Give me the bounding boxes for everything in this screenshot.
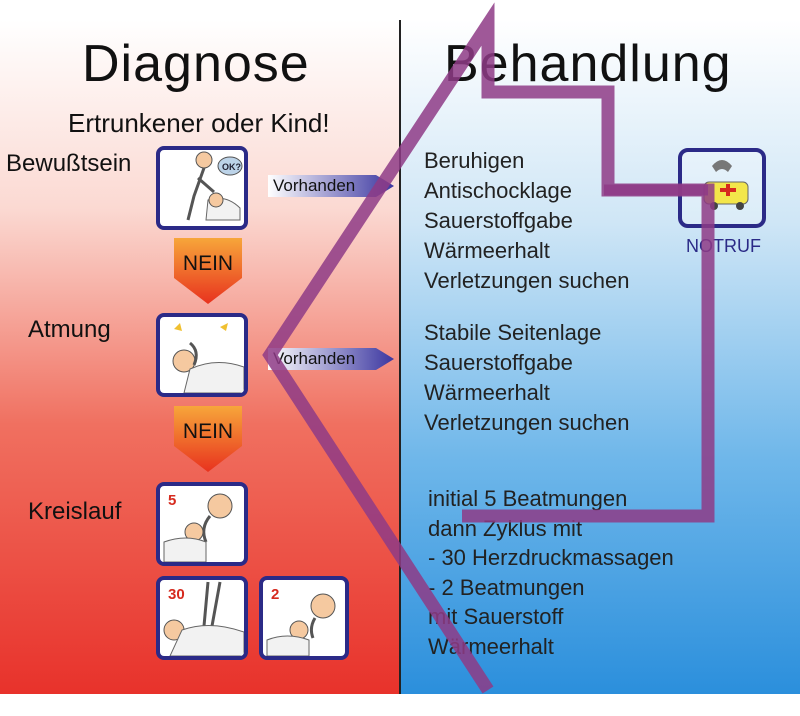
- treatment-list-circulation: initial 5 Beatmungen dann Zyklus mit - 3…: [428, 484, 674, 661]
- vorhanden-arrow-2: Vorhanden: [268, 346, 394, 372]
- treatment-list-breathing: Stabile Seitenlage Sauerstoffgabe Wärmee…: [424, 318, 630, 438]
- vorhanden-label-1: Vorhanden: [273, 176, 356, 195]
- treatment-item: dann Zyklus mit: [428, 515, 583, 541]
- treatment-item: Wärmeerhalt: [424, 238, 550, 263]
- airway-check-icon: [172, 323, 244, 393]
- chest-compressions-illustration: 30: [156, 576, 248, 660]
- treatment-item: Sauerstoffgabe: [424, 208, 573, 233]
- consciousness-check-illustration: OK?: [156, 146, 248, 230]
- treatment-item: Antischocklage: [424, 178, 572, 203]
- nein-label-2: NEIN: [182, 420, 234, 443]
- treatment-list-conscious: Beruhigen Antischocklage Sauerstoffgabe …: [424, 146, 630, 296]
- vorhanden-label-2: Vorhanden: [273, 349, 356, 368]
- diagnose-title: Diagnose: [82, 35, 310, 93]
- count-initial-breaths: 5: [168, 492, 177, 509]
- rescue-breath-icon: [163, 493, 233, 562]
- treatment-item: Sauerstoffgabe: [424, 350, 573, 375]
- notruf-label: NOTRUF: [686, 236, 761, 256]
- treatment-item: mit Sauerstoff: [428, 604, 564, 629]
- vorhanden-arrow-1: Vorhanden: [268, 173, 394, 199]
- nein-arrow-2: NEIN: [168, 406, 248, 472]
- ambulance-phone-icon: [703, 160, 749, 210]
- panel-divider: [399, 20, 401, 694]
- treatment-item: Beruhigen: [424, 148, 525, 173]
- diagnose-subtitle: Ertrunkener oder Kind!: [68, 108, 330, 138]
- count-breaths: 2: [271, 586, 280, 603]
- ventilation-illustration: 2: [259, 576, 349, 660]
- treatment-item: - 30 Herzdruckmassagen: [428, 545, 674, 570]
- step-label-kreislauf: Kreislauf: [28, 498, 122, 525]
- ok-badge: OK?: [222, 162, 241, 172]
- treatment-item: initial 5 Beatmungen: [428, 486, 628, 511]
- compression-icon: [163, 581, 244, 656]
- step-label-atmung: Atmung: [28, 316, 111, 343]
- treatment-item: Wärmeerhalt: [424, 380, 550, 405]
- rescuer-asking-icon: OK?: [186, 151, 243, 221]
- behandlung-title: Behandlung: [444, 35, 732, 93]
- step-label-bewusstsein: Bewußtsein: [6, 150, 132, 177]
- treatment-item: Verletzungen suchen: [424, 268, 630, 293]
- treatment-item: - 2 Beatmungen: [428, 574, 585, 600]
- notruf-box: [678, 148, 766, 228]
- breathing-check-illustration: [156, 313, 248, 397]
- treatment-item: Verletzungen suchen: [424, 410, 630, 435]
- nein-arrow-1: NEIN: [168, 238, 248, 304]
- nein-label-1: NEIN: [182, 252, 234, 275]
- treatment-item: Stabile Seitenlage: [424, 320, 602, 345]
- initial-breaths-illustration: 5: [156, 482, 248, 566]
- treatment-item: Wärmeerhalt: [428, 633, 554, 659]
- count-compressions: 30: [168, 586, 185, 603]
